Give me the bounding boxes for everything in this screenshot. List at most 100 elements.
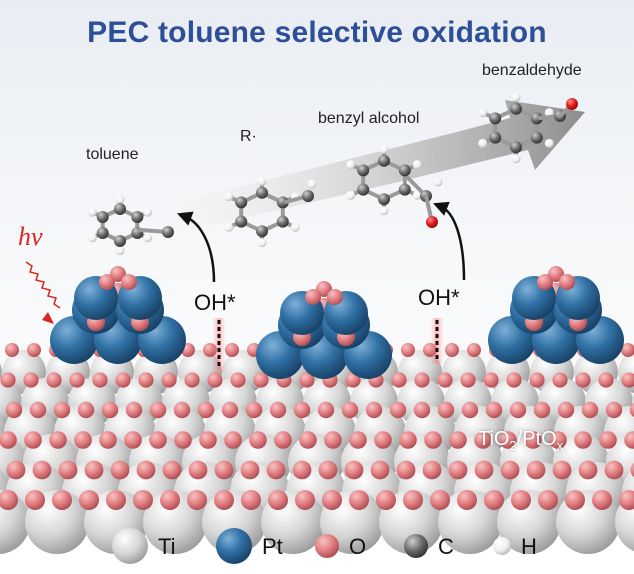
- o-atom: [500, 460, 520, 480]
- o-atom: [413, 401, 431, 419]
- h-atom: [412, 190, 422, 200]
- label-light: hv: [18, 222, 43, 251]
- o-atom: [149, 431, 167, 449]
- o-atom: [437, 372, 453, 388]
- o-atom: [619, 490, 634, 510]
- o-atom: [187, 490, 207, 510]
- o-atom: [224, 431, 242, 449]
- o-atom: [121, 274, 137, 290]
- o-atom: [161, 372, 177, 388]
- o-atom: [101, 401, 119, 419]
- o-atom: [46, 372, 62, 388]
- o-atom: [221, 401, 239, 419]
- o-atom: [629, 402, 634, 418]
- c-atom: [235, 196, 248, 209]
- h-atom: [379, 144, 389, 154]
- catalyst-main: TiO: [478, 428, 510, 450]
- o-atom: [621, 372, 634, 388]
- o-atom: [399, 431, 417, 449]
- o-atom: [324, 431, 342, 449]
- h-atom: [511, 92, 521, 102]
- o-atom: [188, 460, 208, 480]
- o-atom: [174, 431, 192, 449]
- c-atom: [162, 226, 174, 238]
- o-atom: [581, 401, 599, 419]
- o-atom: [23, 372, 39, 388]
- o-atom: [557, 401, 575, 419]
- o-atom: [483, 372, 499, 388]
- c-atom: [378, 154, 390, 167]
- o-atom: [317, 401, 335, 419]
- o-atom: [575, 372, 591, 388]
- legend-pt-icon: [216, 528, 252, 564]
- o-atom: [509, 401, 527, 419]
- o-atom: [621, 343, 634, 357]
- c-atom: [114, 203, 126, 215]
- h-atom: [257, 176, 267, 186]
- o-atom: [526, 460, 546, 480]
- o-atom: [474, 431, 492, 449]
- c-atom: [378, 193, 390, 206]
- o-atom: [424, 431, 442, 449]
- o-atom: [77, 401, 95, 419]
- o-atom: [49, 431, 67, 449]
- o-atom: [598, 372, 614, 388]
- o-atom: [29, 401, 47, 419]
- o-atom: [299, 372, 315, 388]
- o-atom: [230, 372, 246, 388]
- light-arrowhead: [42, 312, 54, 324]
- o-atom: [484, 490, 504, 510]
- o-atom: [52, 490, 72, 510]
- o-atom: [460, 372, 476, 388]
- label-catalyst: TiO2/PtOx: [478, 428, 563, 453]
- h-atom: [478, 138, 488, 148]
- catalyst-sub-2: x: [556, 438, 564, 453]
- c-atom: [256, 225, 268, 238]
- o-atom: [537, 274, 553, 290]
- o-atom: [245, 401, 263, 419]
- o-atom: [138, 372, 154, 388]
- o-atom: [199, 431, 217, 449]
- o-atom: [240, 460, 260, 480]
- legend-label-o: O: [349, 534, 367, 559]
- o-atom: [0, 431, 17, 449]
- c-atom: [96, 211, 109, 223]
- label-benzaldehyde: benzaldehyde: [482, 62, 582, 79]
- h-atom: [143, 233, 153, 243]
- h-atom: [224, 192, 234, 202]
- o-atom: [461, 401, 479, 419]
- h-atom: [544, 138, 554, 148]
- c-atom: [398, 183, 411, 196]
- c-atom: [235, 215, 248, 228]
- o-atom: [559, 274, 575, 290]
- legend-icons: [112, 528, 511, 564]
- o-atom: [69, 372, 85, 388]
- h-atom: [257, 238, 267, 248]
- pt-clusters: [50, 266, 624, 379]
- o-atom: [506, 372, 522, 388]
- o-atom: [592, 490, 612, 510]
- o-atom: [305, 289, 321, 305]
- legend-o-icon: [315, 534, 339, 558]
- o-atom: [401, 343, 415, 357]
- o-atom: [524, 431, 542, 449]
- o-atom: [349, 490, 369, 510]
- o-atom: [599, 431, 617, 449]
- o-atom: [292, 460, 312, 480]
- c-atom: [276, 196, 289, 209]
- o-atom: [445, 343, 459, 357]
- o-atom: [430, 490, 450, 510]
- c-atom: [510, 102, 522, 115]
- label-radical: R·: [240, 128, 257, 145]
- o-atom: [299, 431, 317, 449]
- o-atom: [566, 98, 578, 110]
- o-atom: [565, 490, 585, 510]
- o-atom: [74, 431, 92, 449]
- catalyst-sub-1: 2: [509, 438, 517, 453]
- o-atom: [318, 460, 338, 480]
- o-atom: [457, 490, 477, 510]
- c-atom: [530, 131, 543, 144]
- h-atom: [143, 207, 153, 217]
- o-atom: [295, 490, 315, 510]
- o-atom: [184, 372, 200, 388]
